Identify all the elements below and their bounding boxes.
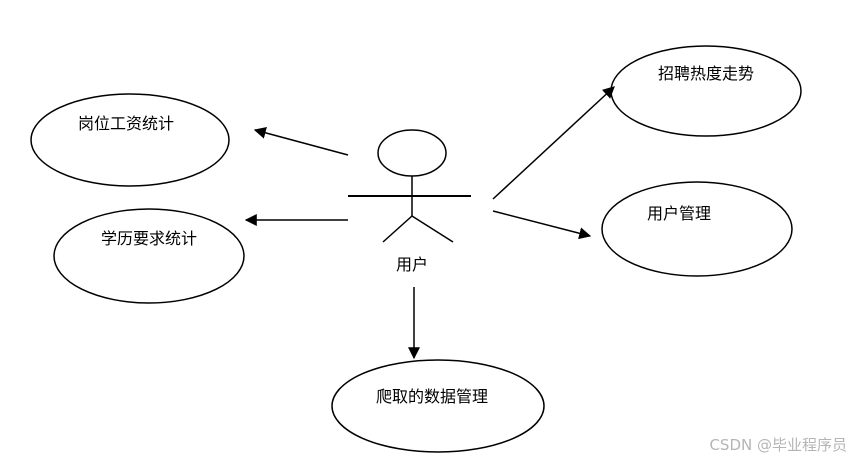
use-case-label: 岗位工资统计 [78,114,174,133]
use-case-user-management: 用户管理 [601,181,793,277]
actor-label: 用户 [396,255,428,274]
arrow-to-user-management [492,210,592,240]
use-case-recruit-trend: 招聘热度走势 [610,45,802,137]
use-case-label: 爬取的数据管理 [376,387,488,406]
use-case-ellipse [30,93,230,187]
actor-right-leg [411,215,454,243]
use-case-ellipse [610,45,802,137]
use-case-ellipse [53,208,245,304]
arrow-to-recruit-trend [492,86,615,200]
use-case-ellipse [331,359,545,453]
use-case-ellipse [601,181,793,277]
arrow-to-salary-stats [253,127,349,156]
actor-user: 用户 [348,129,471,274]
actor-head [377,129,447,177]
watermark-text: CSDN @毕业程序员 [709,436,847,454]
actor-left-leg [382,215,413,243]
use-case-label: 用户管理 [647,204,711,223]
use-case-label: 招聘热度走势 [658,64,754,83]
use-case-education-stats: 学历要求统计 [53,208,245,304]
use-case-salary-stats: 岗位工资统计 [30,93,230,187]
use-case-crawl-data-management: 爬取的数据管理 [331,359,545,453]
use-case-label: 学历要求统计 [101,229,197,248]
